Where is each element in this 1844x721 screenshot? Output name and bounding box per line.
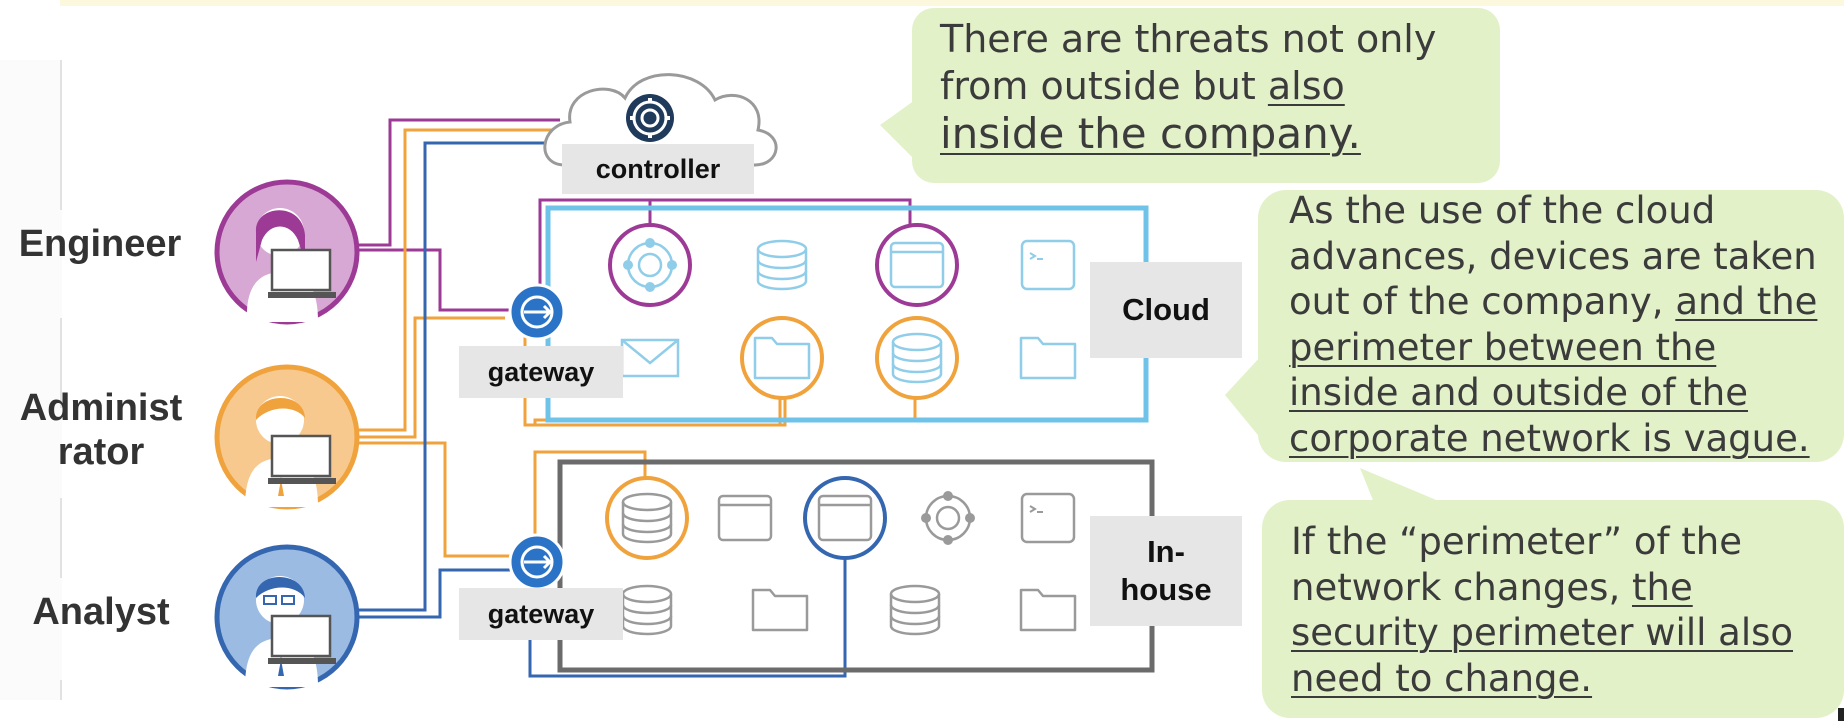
bottom-bubble-line2-underlined: the [1632,565,1693,609]
middle-bubble-text: As the use of the cloud advances, device… [1289,188,1844,461]
inhouse-gateway-sync-icon [508,533,566,591]
bottom-bubble-line1: If the “perimeter” of the [1291,520,1743,563]
left-divider-line [60,318,62,408]
middle-bubble-line3-plain: out of the company, [1289,280,1676,323]
top-bubble-line3: inside the company. [940,109,1361,158]
top-bubble-line2: from outside but also [940,63,1492,110]
inhouse-gateway-tag: gateway [459,588,623,640]
analyst-label: Analyst [32,591,170,633]
administrator-label-line1: Administ [19,387,183,429]
left-margin-panel [0,60,62,700]
inhouse-database-icon [889,584,941,636]
inhouse-database-icon [621,584,673,636]
bottom-bubble-line3: security perimeter will also [1291,611,1794,654]
middle-bubble-line1: As the use of the cloud [1289,189,1716,232]
middle-bubble-line3-underlined: and the [1675,280,1818,323]
cloud-terminal-icon [1020,239,1076,291]
bottom-bubble-line2: network changes, the [1291,565,1844,611]
cloud-folder-icon [740,316,824,400]
engineer-label: Engineer [18,223,182,265]
top-bubble-line1: There are threats not only [940,17,1437,61]
bottom-speech-bubble [1262,468,1844,718]
inhouse-browser-window-icon [803,476,887,560]
inhouse-browser-window-icon [717,494,773,542]
bottom-bubble-text: If the “perimeter” of the network change… [1291,519,1844,701]
inhouse-folder-icon [1019,588,1077,632]
inhouse-terminal-icon [1020,492,1076,544]
engineer-avatar [214,179,360,325]
middle-bubble-line5: inside and outside of the [1289,371,1748,414]
top-bubble-line2-underlined: also [1267,64,1345,108]
cloud-database-icon [756,239,808,291]
cloud-folder-icon [1019,336,1077,380]
middle-bubble-line3: out of the company, and the [1289,279,1844,325]
middle-speech-bubble [1225,190,1844,462]
bottom-bubble-line4: need to change. [1291,656,1593,700]
bottom-bubble-line2-plain: network changes, [1291,565,1632,609]
middle-bubble-line2: advances, devices are taken [1289,234,1817,278]
top-speech-bubble [880,8,1500,183]
inhouse-tag-line1: In- [1147,534,1185,569]
inhouse-tag-line2: house [1120,572,1212,607]
middle-bubble-line6: corporate network is vague. [1289,416,1810,460]
left-divider-line [60,60,62,210]
cloud-gear-node-icon [608,223,692,307]
controller-tag: controller [562,144,754,194]
administrator-avatar [214,364,360,510]
middle-bubble-line4: perimeter between the [1289,325,1717,369]
left-divider-line [60,498,62,578]
left-divider-line [60,680,62,700]
administrator-label-line2: rator [57,431,145,473]
top-bubble-text: There are threats not only from outside … [940,16,1492,157]
administrator-label: Administ rator [8,386,194,474]
corner-mark [1838,708,1844,721]
cloud-mail-icon [620,338,680,378]
gear-icon [626,94,674,142]
cloud-gateway-sync-icon [508,283,566,341]
inhouse-gear-node-icon [920,490,976,546]
top-bubble-line2-plain: from outside but [940,64,1268,108]
cloud-network-tag: Cloud [1090,262,1242,358]
inhouse-database-icon [605,476,689,560]
inhouse-folder-icon [751,588,809,632]
analyst-avatar [214,544,360,690]
cloud-gateway-tag: gateway [459,346,623,398]
inhouse-network-tag: In- house [1090,516,1242,626]
cloud-browser-window-icon [875,223,959,307]
top-accent-bar [60,0,1844,6]
cloud-database-icon [875,316,959,400]
